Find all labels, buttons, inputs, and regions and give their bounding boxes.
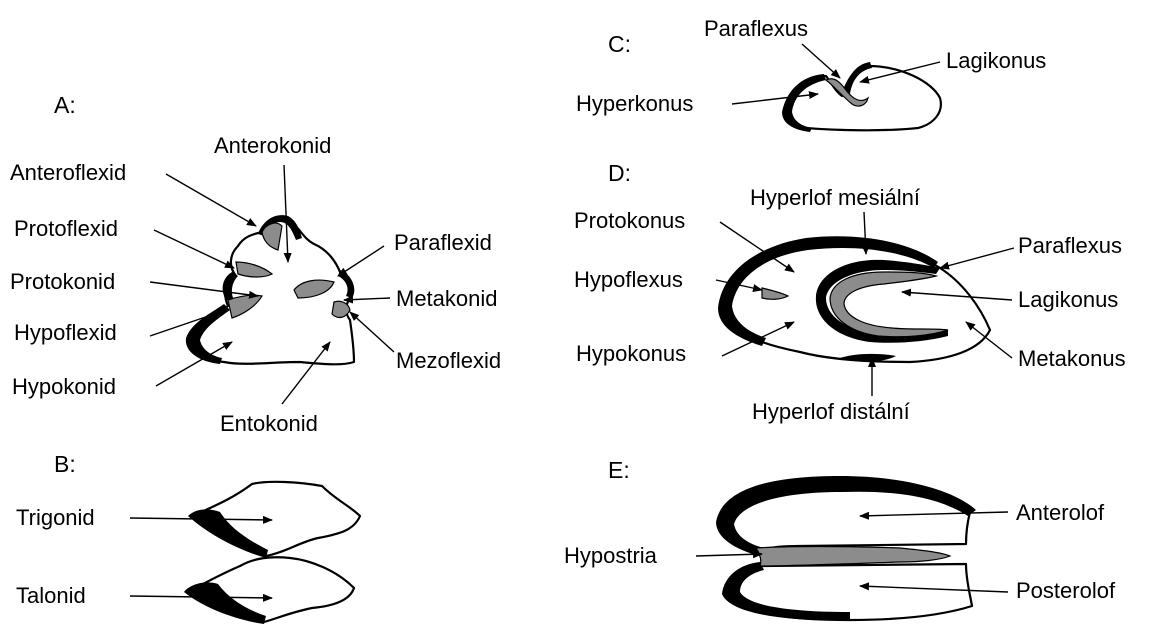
label-mezoflexid: Mezoflexid bbox=[396, 348, 501, 373]
arrow-paraflexid bbox=[338, 246, 384, 276]
label-d-paraflexus: Paraflexus bbox=[1018, 233, 1122, 258]
panel-e-hypostria-fold bbox=[756, 547, 950, 567]
label-d-hyperlof-distalni: Hyperlof distální bbox=[752, 399, 910, 424]
label-d-hypokonus: Hypokonus bbox=[576, 341, 686, 366]
panel-c-letter: C: bbox=[608, 31, 631, 57]
arrow-mezoflexid bbox=[350, 312, 394, 352]
label-c-hyperkonus: Hyperkonus bbox=[576, 91, 693, 116]
label-protokonid: Protokonid bbox=[10, 269, 115, 294]
arrow-c-paraflexus bbox=[802, 44, 840, 78]
label-d-protokonus: Protokonus bbox=[574, 208, 685, 233]
label-anterokonid: Anterokonid bbox=[214, 133, 331, 158]
label-hypoflexid: Hypoflexid bbox=[14, 320, 117, 345]
label-talonid: Talonid bbox=[16, 583, 86, 608]
panel-d-letter: D: bbox=[608, 160, 631, 186]
panel-c: C: Paraflexus Lagikonus Hyperkonus bbox=[576, 16, 1046, 132]
label-paraflexid: Paraflexid bbox=[394, 230, 492, 255]
label-trigonid: Trigonid bbox=[16, 505, 95, 530]
label-hypokonid: Hypokonid bbox=[12, 374, 116, 399]
panel-b-letter: B: bbox=[54, 451, 76, 477]
arrow-e-hypostria bbox=[696, 554, 762, 556]
label-protoflexid: Protoflexid bbox=[14, 216, 118, 241]
panel-e: E: Anterolof Hypostria Posterolof bbox=[564, 457, 1116, 620]
label-entokonid: Entokonid bbox=[220, 411, 318, 436]
panel-c-tooth-outline bbox=[786, 66, 941, 130]
panel-e-letter: E: bbox=[608, 457, 630, 483]
arrow-anteroflexid bbox=[166, 174, 256, 226]
label-d-lagikonus: Lagikonus bbox=[1018, 287, 1118, 312]
label-e-hypostria: Hypostria bbox=[564, 543, 658, 568]
panel-a: A: Anteroflexid Anterokonid Protoflexid … bbox=[10, 92, 501, 436]
arrow-protoflexid bbox=[154, 230, 234, 268]
label-c-paraflexus: Paraflexus bbox=[704, 16, 808, 41]
panel-a-letter: A: bbox=[54, 92, 76, 118]
panel-d: D: Protokonus Hyperlof mesiální Paraflex… bbox=[574, 160, 1126, 424]
label-e-posterolof: Posterolof bbox=[1016, 578, 1116, 603]
label-d-hyperlof-mesialni: Hyperlof mesiální bbox=[750, 185, 920, 210]
label-d-metakonus: Metakonus bbox=[1018, 346, 1126, 371]
label-c-lagikonus: Lagikonus bbox=[946, 48, 1046, 73]
label-anteroflexid: Anteroflexid bbox=[10, 160, 126, 185]
label-e-anterolof: Anterolof bbox=[1016, 500, 1105, 525]
label-d-hypoflexus: Hypoflexus bbox=[574, 267, 683, 292]
panel-b: B: Trigonid Talonid bbox=[16, 451, 360, 624]
label-metakonid: Metakonid bbox=[396, 286, 498, 311]
arrow-d-paraflexus bbox=[940, 248, 1014, 268]
